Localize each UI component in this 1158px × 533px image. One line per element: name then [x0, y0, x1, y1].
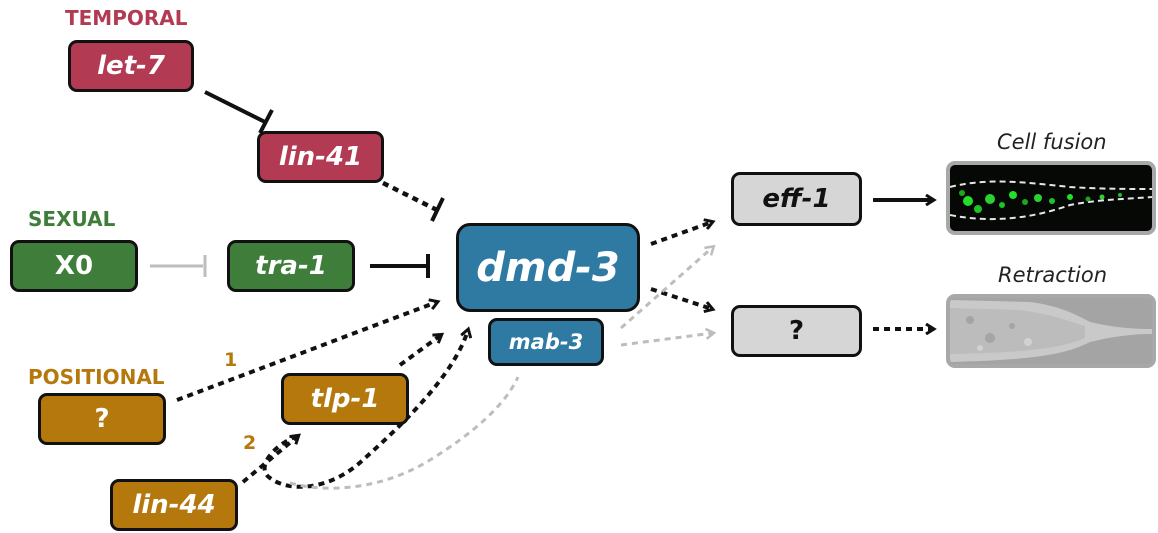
dmd3-to-unknown-arrow	[650, 287, 712, 309]
tlp1-label: tlp-1	[310, 384, 380, 414]
retraction-image	[946, 294, 1156, 368]
positional-label: POSITIONAL	[28, 365, 165, 389]
cell-fusion-image	[946, 161, 1156, 235]
lin44-to-tlp1-arrow	[241, 436, 298, 484]
mab3-label: mab-3	[508, 330, 584, 354]
let7-inhibits-lin41	[204, 90, 274, 134]
lin41-label: lin-41	[278, 142, 363, 172]
lin44-node: lin-44	[110, 479, 238, 531]
sexual-label: SEXUAL	[28, 207, 116, 231]
tlp1-to-dmd3-arrow	[398, 335, 441, 367]
lin44-to-dmd3-arrow	[262, 330, 468, 489]
mab3-node: mab-3	[488, 318, 604, 366]
unknown-target-label: ?	[788, 316, 805, 346]
x0-node: X0	[10, 240, 138, 292]
pathway-number-2: 2	[243, 432, 257, 454]
positional-to-dmd3-arrow	[176, 302, 437, 402]
x0-inhibits-tra1	[150, 255, 207, 277]
pathway-number-1: 1	[224, 349, 238, 371]
lin44-to-mab3-arrow	[289, 376, 520, 490]
fluorescence-micrograph	[950, 180, 1152, 221]
eff1-label: eff-1	[762, 184, 831, 214]
temporal-label: TEMPORAL	[65, 6, 188, 30]
unknown-positional-label: ?	[94, 404, 110, 434]
dmd3-label: dmd-3	[476, 244, 620, 291]
mab3-to-eff1-arrow	[620, 247, 713, 330]
retraction-panel-title: Retraction	[998, 263, 1108, 287]
unknown-target-node: ?	[731, 305, 862, 357]
lin41-node: lin-41	[257, 131, 384, 183]
tra1-inhibits-dmd3	[370, 254, 430, 278]
lin41-inhibits-dmd3	[381, 180, 445, 222]
tra1-label: tra-1	[255, 251, 327, 281]
dic-micrograph	[950, 298, 1152, 364]
dmd3-node: dmd-3	[456, 223, 640, 312]
let7-label: let-7	[97, 51, 165, 81]
tra1-node: tra-1	[227, 240, 355, 292]
let7-node: let-7	[68, 40, 194, 92]
dmd3-to-eff1-arrow	[650, 222, 712, 246]
lin44-label: lin-44	[132, 490, 216, 520]
tlp1-node: tlp-1	[281, 373, 409, 425]
fusion-panel-title: Cell fusion	[997, 130, 1107, 154]
mab3-to-unknown-arrow	[620, 333, 713, 347]
unknown-positional-node: ?	[38, 393, 166, 445]
eff1-node: eff-1	[731, 172, 862, 226]
x0-label: X0	[54, 251, 94, 281]
